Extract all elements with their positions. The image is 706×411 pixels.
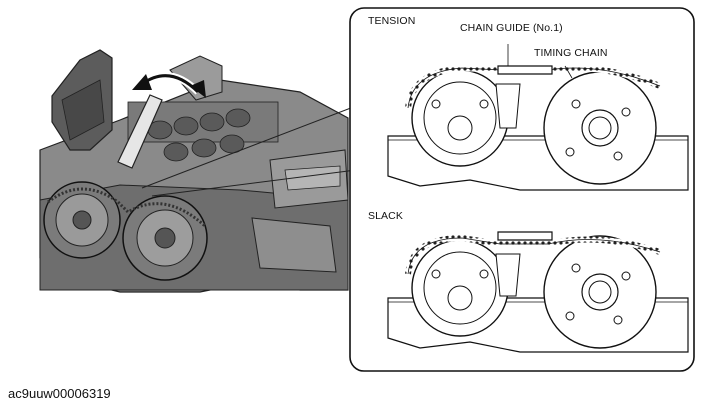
engine-illustration (39, 49, 357, 293)
figure-caption: ac9uuw00006319 (8, 386, 111, 401)
tension-diagram (387, 44, 689, 191)
rotation-arrow-icon (132, 72, 206, 98)
label-timing-chain: TIMING CHAIN (534, 47, 608, 59)
label-chain-guide: CHAIN GUIDE (No.1) (460, 22, 563, 34)
label-tension: TENSION (368, 15, 416, 27)
slack-diagram (387, 231, 689, 353)
label-slack: SLACK (368, 210, 403, 222)
